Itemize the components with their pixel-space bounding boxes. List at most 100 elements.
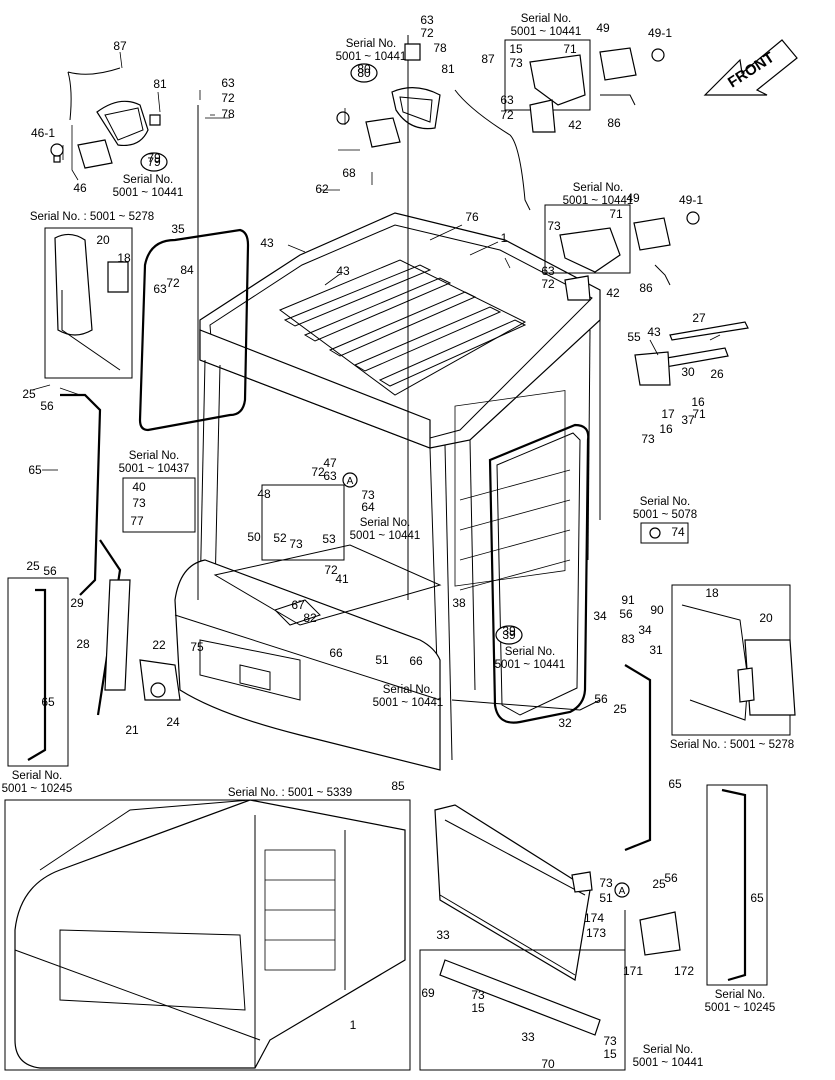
callout-65: 65 [750,891,764,905]
callout-66: 66 [409,654,423,668]
callout-43: 43 [647,325,661,339]
callout-68: 68 [342,166,356,180]
callout-25: 25 [652,877,666,891]
svg-text:A: A [619,886,626,897]
serial-note-line: Serial No. : 5001 ~ 5339 [228,787,352,799]
callout-18: 18 [705,586,719,600]
callout-20: 20 [759,611,773,625]
callout-63: 63 [153,282,167,296]
callout-73: 73 [509,56,523,70]
serial-note-line: Serial No. [640,496,691,508]
callout-49: 49 [626,191,640,205]
callout-72: 72 [541,277,555,291]
callout-47: 47 [323,456,337,470]
serial-note-line: Serial No. [573,182,624,194]
callout-32: 32 [558,716,572,730]
callout-80: 80 [357,62,371,76]
callout-66: 66 [329,646,343,660]
serial-note-line: Serial No. [123,174,174,186]
callout-35: 35 [171,222,185,236]
cab-body [174,212,601,771]
callout-25: 25 [26,559,40,573]
serial-note-line: Serial No. [360,517,411,529]
callout-87: 87 [113,39,127,53]
callout-76: 76 [465,210,479,224]
callout-56: 56 [619,607,633,621]
callout-33: 33 [521,1030,535,1044]
callout-31: 31 [649,643,663,657]
callout-65: 65 [41,695,55,709]
serial-note-line: Serial No. [383,684,434,696]
callout-34: 34 [593,609,607,623]
serial-note-line: Serial No. [715,989,766,1001]
callout-63: 63 [420,13,434,27]
callout-46: 46 [73,181,87,195]
callout-40: 40 [132,480,146,494]
serial-note-line: Serial No. [346,38,397,50]
callout-20: 20 [96,233,110,247]
callout-72: 72 [500,108,514,122]
handrail-65-right [624,664,768,986]
serial-note-line: 5001 ~ 10437 [119,463,190,475]
callout-28: 28 [76,637,90,651]
callout-55: 55 [627,330,641,344]
callout-73: 73 [599,876,613,890]
callout-16: 16 [691,395,705,409]
callout-41: 41 [335,572,349,586]
window-seal-35 [138,228,250,432]
callout-49-1: 49-1 [679,193,703,207]
callout-65: 65 [28,463,42,477]
callout-46-1: 46-1 [31,126,55,140]
callout-83: 83 [621,632,635,646]
svg-text:80: 80 [357,66,371,80]
callout-22: 22 [152,638,166,652]
callout-38: 38 [452,596,466,610]
callout-63: 63 [541,264,555,278]
callout-71: 71 [609,207,623,221]
callout-82: 82 [303,611,317,625]
callout-72: 72 [324,563,338,577]
circled-callouts: 79 80 39 [140,63,523,645]
serial-note-line: 5001 ~ 10441 [350,530,421,542]
svg-text:39: 39 [502,628,516,642]
callout-81: 81 [153,77,167,91]
inset-box-74 [640,522,689,544]
callout-48: 48 [257,487,271,501]
callout-39: 39 [502,624,516,638]
svg-text:A: A [347,476,354,487]
callout-56: 56 [40,399,54,413]
callout-42: 42 [606,286,620,300]
callout-74: 74 [671,525,685,539]
callout-90: 90 [650,603,664,617]
callout-63: 63 [500,93,514,107]
callout-174: 174 [584,911,604,925]
callout-81: 81 [441,62,455,76]
serial-note-line: 5001 ~ 10441 [373,697,444,709]
callout-73: 73 [547,219,561,233]
callout-72: 72 [166,276,180,290]
callout-49-1: 49-1 [648,26,672,40]
leader-lines [31,51,721,471]
callout-73: 73 [603,1034,617,1048]
callout-56: 56 [43,564,57,578]
cab-inset-5001-5339 [4,799,411,1071]
sunshade-33-inset [419,949,626,1071]
callout-63: 63 [323,469,337,483]
serial-note-line: 5001 ~ 10245 [2,783,73,795]
rear-lamp-lower [544,204,700,301]
inset-box-40 [122,477,196,533]
callout-1: 1 [501,231,508,245]
callout-34: 34 [638,623,652,637]
work-lamp-left [50,67,199,600]
callout-85: 85 [391,779,405,793]
callout-72: 72 [221,91,235,105]
sunshade-33 [434,804,593,981]
callout-86: 86 [607,116,621,130]
work-lamp-right [336,35,531,600]
callout-24: 24 [166,715,180,729]
callout-26: 26 [710,367,724,381]
serial-note-line: 5001 ~ 10245 [705,1002,776,1014]
callout-73: 73 [132,496,146,510]
callout-172: 172 [674,964,694,978]
